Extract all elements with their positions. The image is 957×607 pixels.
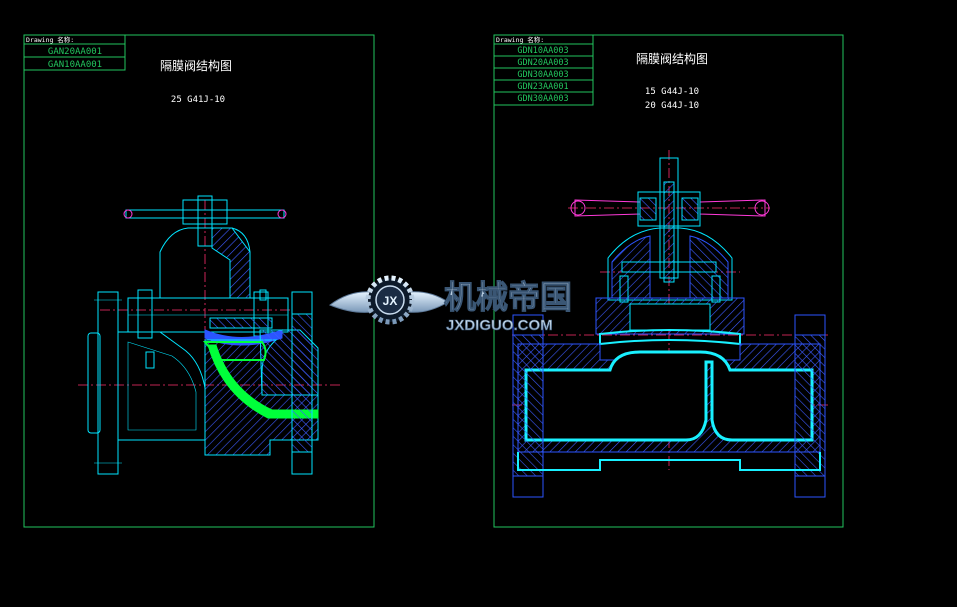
left-code-1: GAN20AA001	[48, 47, 102, 57]
left-sheet: Drawing 名称: GAN20AA001 GAN10AA001 隔膜阀结构图…	[23, 34, 375, 528]
right-drawing-header: Drawing 名称:	[496, 35, 544, 44]
right-code-2: GDN20AA003	[517, 58, 568, 68]
right-code-5: GDN30AA003	[517, 94, 568, 104]
right-code-1: GDN10AA003	[517, 46, 568, 56]
left-sheet-frame	[23, 34, 375, 528]
left-sheet-title: 隔膜阀结构图	[160, 58, 232, 73]
right-valve-drawing	[512, 150, 830, 498]
right-code-3: GDN30AA003	[517, 70, 568, 80]
left-valve-drawing	[78, 195, 340, 475]
right-sheet: Drawing 名称: GDN10AA003 GDN20AA003 GDN30A…	[493, 34, 844, 528]
watermark-badge: JX	[383, 294, 398, 308]
right-code-table	[493, 34, 594, 106]
right-model-2: 20 G44J-10	[645, 101, 699, 111]
watermark-url: JXDIGUO.COM	[446, 317, 553, 334]
right-model-1: 15 G44J-10	[645, 87, 699, 97]
watermark-brand: 机械帝国	[444, 278, 572, 316]
left-code-table	[23, 34, 126, 71]
watermark-logo: JX 机械帝国 JXDIGUO.COM	[328, 275, 573, 334]
right-code-4: GDN23AA001	[517, 82, 568, 92]
right-sheet-frame	[493, 34, 844, 528]
right-sheet-title: 隔膜阀结构图	[636, 51, 708, 66]
left-code-2: GAN10AA001	[48, 60, 102, 70]
left-model-1: 25 G41J-10	[171, 95, 225, 105]
left-drawing-header: Drawing 名称:	[26, 35, 74, 44]
watermark-wing-right	[407, 291, 449, 313]
